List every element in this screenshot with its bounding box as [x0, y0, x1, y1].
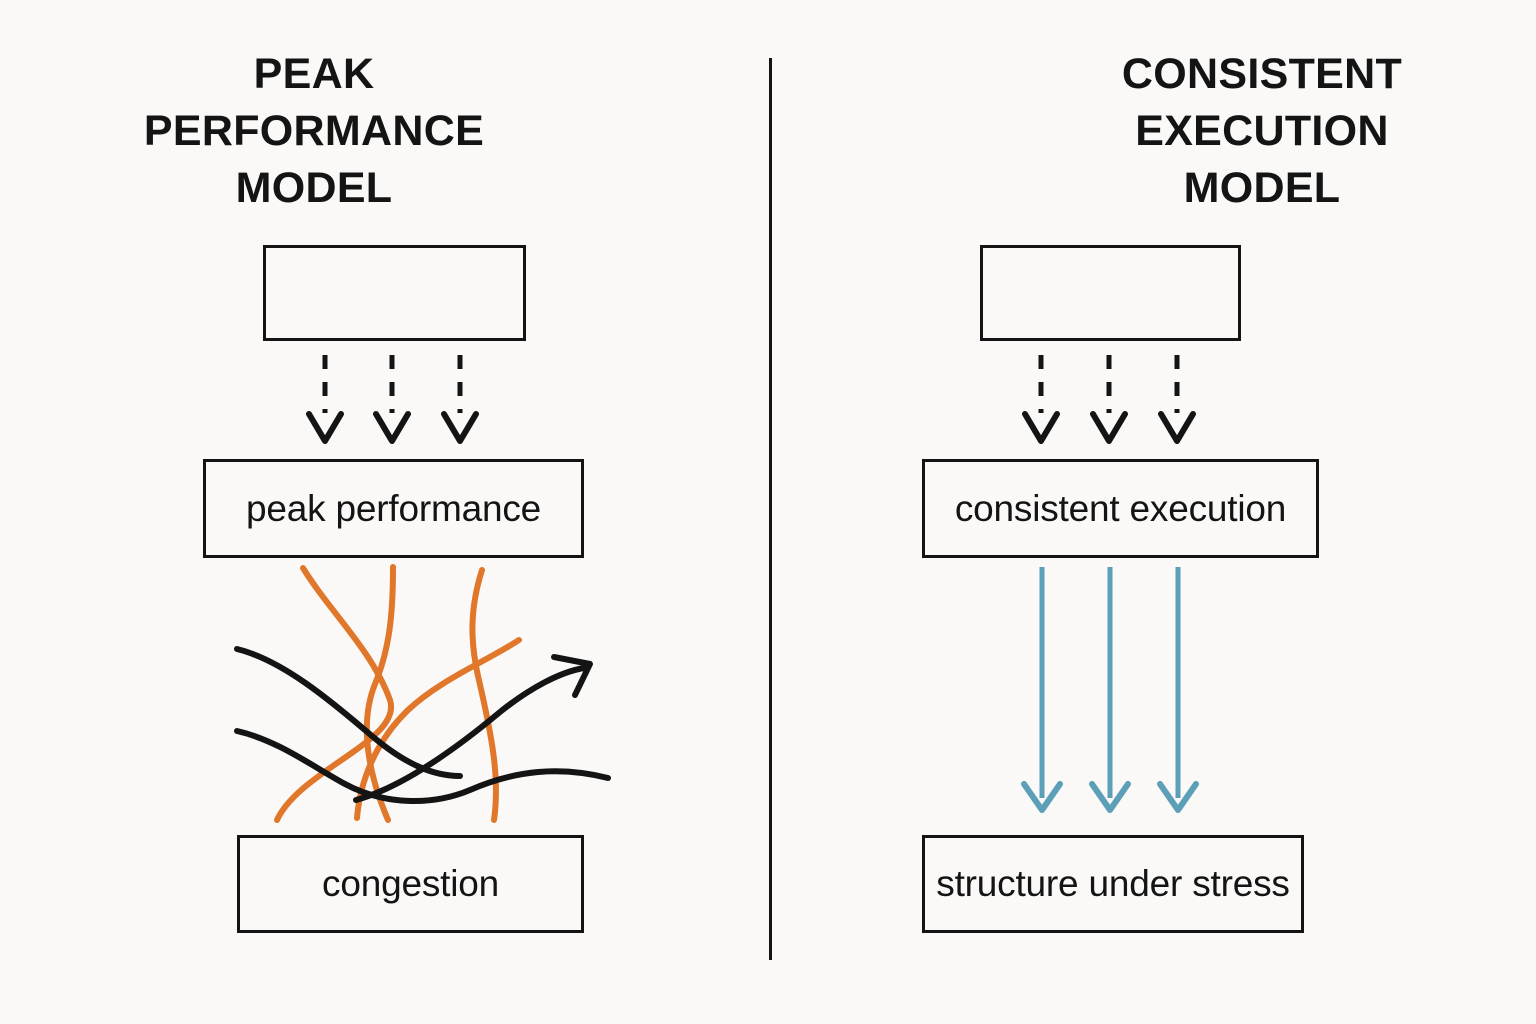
right-bottom-box-structure-under-stress: structure under stress: [922, 835, 1304, 933]
right-middle-box-consistent-execution: consistent execution: [922, 459, 1319, 558]
left-bottom-box-congestion: congestion: [237, 835, 584, 933]
left-top-box: [263, 245, 526, 341]
left-dashed-arrow-1-head: [306, 411, 344, 444]
blue-arrow-1-head: [1021, 781, 1063, 813]
tangle-black-wave-1: [234, 646, 463, 779]
panel-title-right: CONSISTENT EXECUTION MODEL: [1121, 50, 1403, 213]
panel-peak-performance-model: PEAK PERFORMANCE MODEL peak performance: [143, 50, 611, 933]
left-dashed-arrow-2-head: [373, 411, 411, 444]
right-dashed-arrow-2-head: [1090, 411, 1128, 444]
tangle-black-arrow-line: [353, 665, 587, 803]
tangle-orange-curve-1: [274, 565, 395, 823]
panel-consistent-execution-model: CONSISTENT EXECUTION MODEL consistent ex…: [768, 0, 1536, 1024]
panel-title-left: PEAK PERFORMANCE MODEL: [143, 50, 485, 213]
blue-arrow-2-head: [1089, 781, 1131, 813]
right-dashed-arrow-3-head: [1158, 411, 1196, 444]
left-dashed-arrow-3-head: [441, 411, 479, 444]
tangle-black-arrowhead: [551, 654, 593, 698]
tangle-black-wave-2: [234, 728, 611, 804]
tangle-orange-curve-3: [469, 567, 500, 823]
tangle-orange-curve-2: [363, 564, 396, 823]
panel-divider: [769, 58, 772, 960]
right-dashed-arrow-1-head: [1022, 411, 1060, 444]
left-middle-box-peak-performance: peak performance: [203, 459, 584, 558]
right-top-box: [980, 245, 1241, 341]
tangle-orange-curve-4: [354, 637, 522, 821]
blue-arrow-3-head: [1157, 781, 1199, 813]
